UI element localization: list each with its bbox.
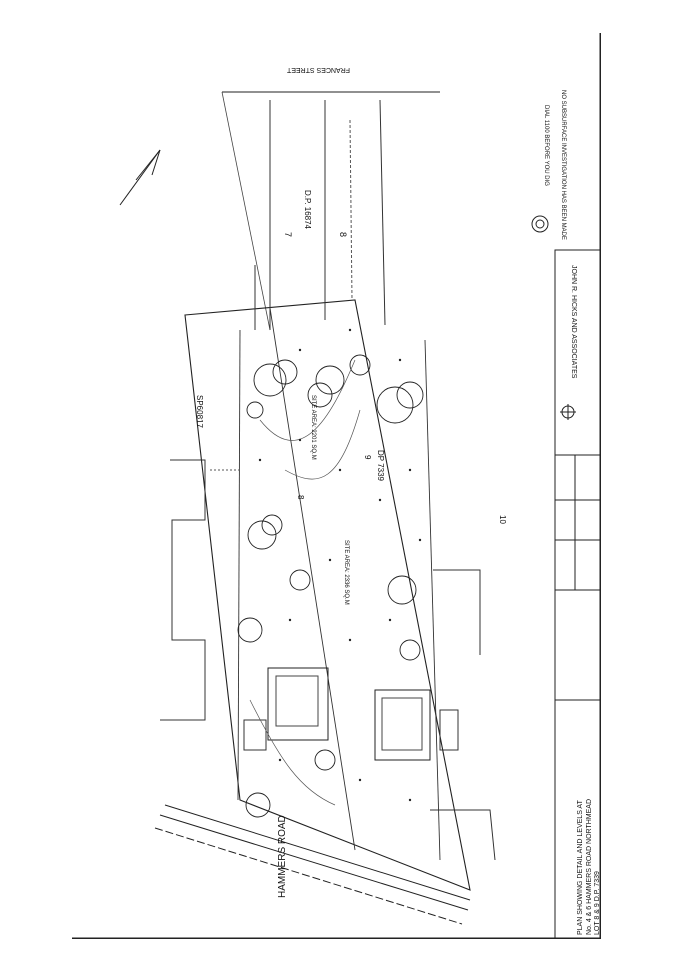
site-area-lower: SITE AREA: 2336 SQ.M bbox=[343, 540, 349, 605]
dial-warning-label: DIAL 1100 BEFORE YOU DIG bbox=[543, 105, 549, 186]
sp-label: SP60817 bbox=[195, 395, 204, 428]
plan-title-line3: LOT 8 & 9 D.P. 7339 bbox=[594, 871, 601, 935]
subsurface-warning-label: NO SUBSURFACE INVESTIGATION HAS BEEN MAD… bbox=[560, 90, 566, 240]
lot-10-label: 10 bbox=[498, 515, 507, 524]
dp-mid-label: DP 7339 bbox=[376, 450, 385, 482]
lot-9-label: 9 bbox=[363, 455, 372, 460]
lot-8-label: 8 bbox=[296, 495, 305, 500]
frances-street-label: FRANCES STREET bbox=[286, 66, 350, 73]
site-area-upper: SITE AREA: 2201 SQ.M bbox=[310, 395, 316, 460]
firm-name-label: JOHN R. HICKS AND ASSOCIATES bbox=[570, 265, 577, 379]
lot-7-label: 7 bbox=[283, 232, 293, 237]
dp-top-label: D.P. 16874 bbox=[303, 190, 312, 230]
plan-title-line1: PLAN SHOWING DETAIL AND LEVELS AT bbox=[577, 799, 584, 935]
plan-title-line2: No. 4 & 6 HAMMERS ROAD NORTHMEAD bbox=[586, 799, 593, 935]
hammers-road-label: HAMMERS ROAD bbox=[277, 815, 288, 898]
lot-8-top-label: 8 bbox=[338, 232, 348, 237]
